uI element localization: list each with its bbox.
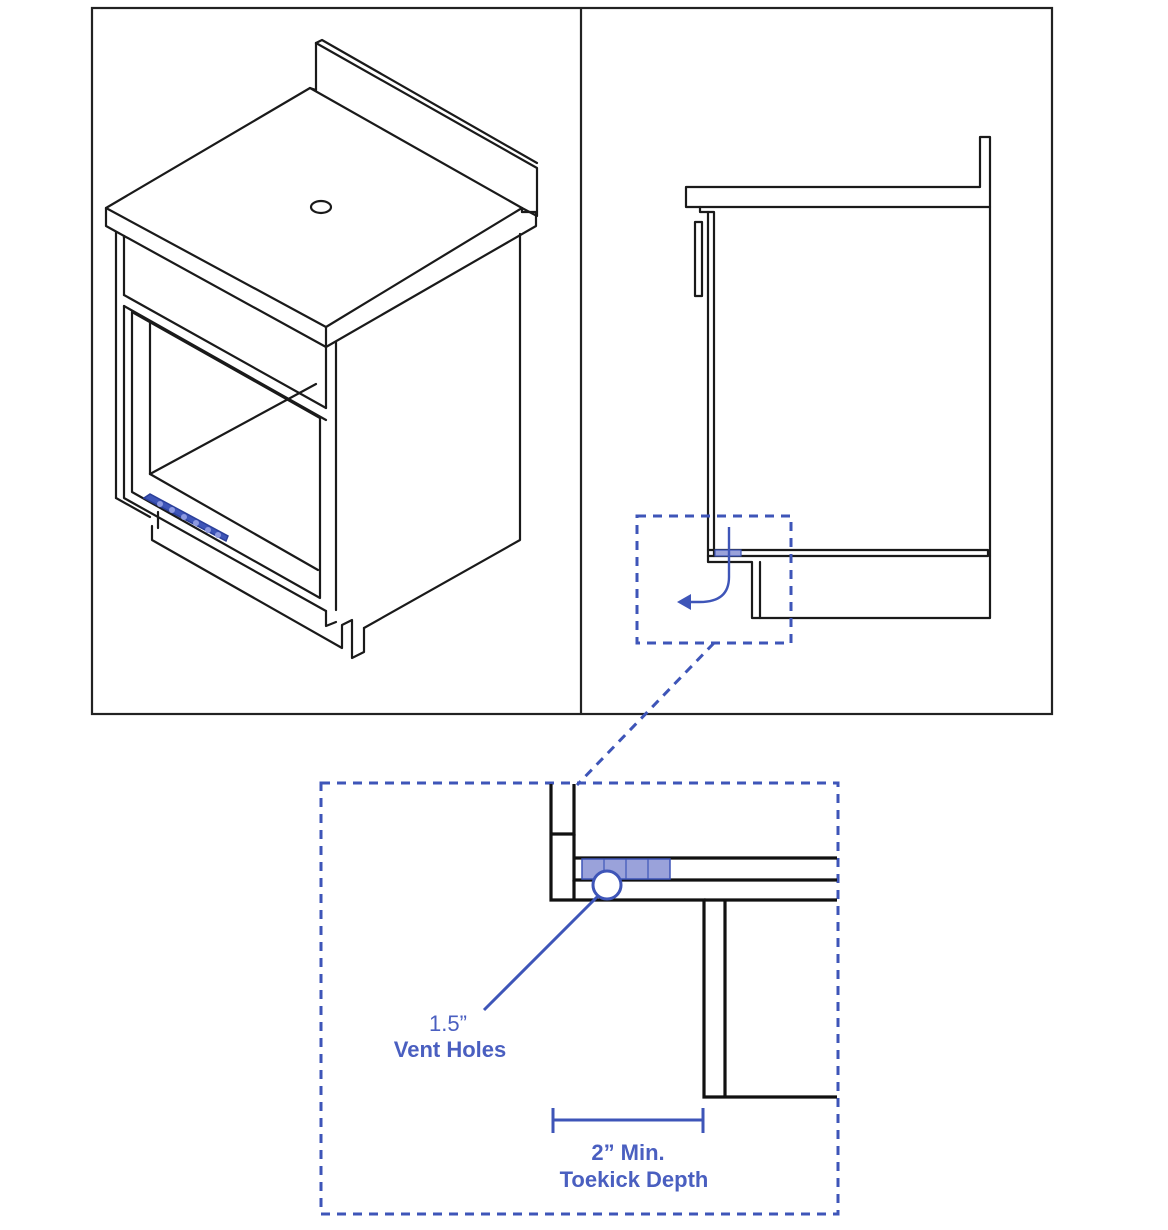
isometric-vent-strip — [142, 493, 229, 543]
top-panels-frame — [90, 6, 1054, 716]
vent-name-label: Vent Holes — [394, 1037, 506, 1062]
toekick-name-label: Toekick Depth — [560, 1167, 709, 1192]
detail-view — [319, 781, 840, 1216]
toekick-dimension — [551, 1108, 705, 1133]
vent-size-label: 1.5” — [429, 1011, 467, 1036]
zoom-callout — [575, 514, 793, 787]
vent-hole-marker — [591, 869, 623, 901]
isometric-cabinet — [104, 38, 539, 660]
toekick-dimension-label: 2” Min. — [591, 1140, 664, 1165]
side-section-cabinet — [677, 135, 992, 620]
vent-leader-line — [482, 894, 600, 1012]
